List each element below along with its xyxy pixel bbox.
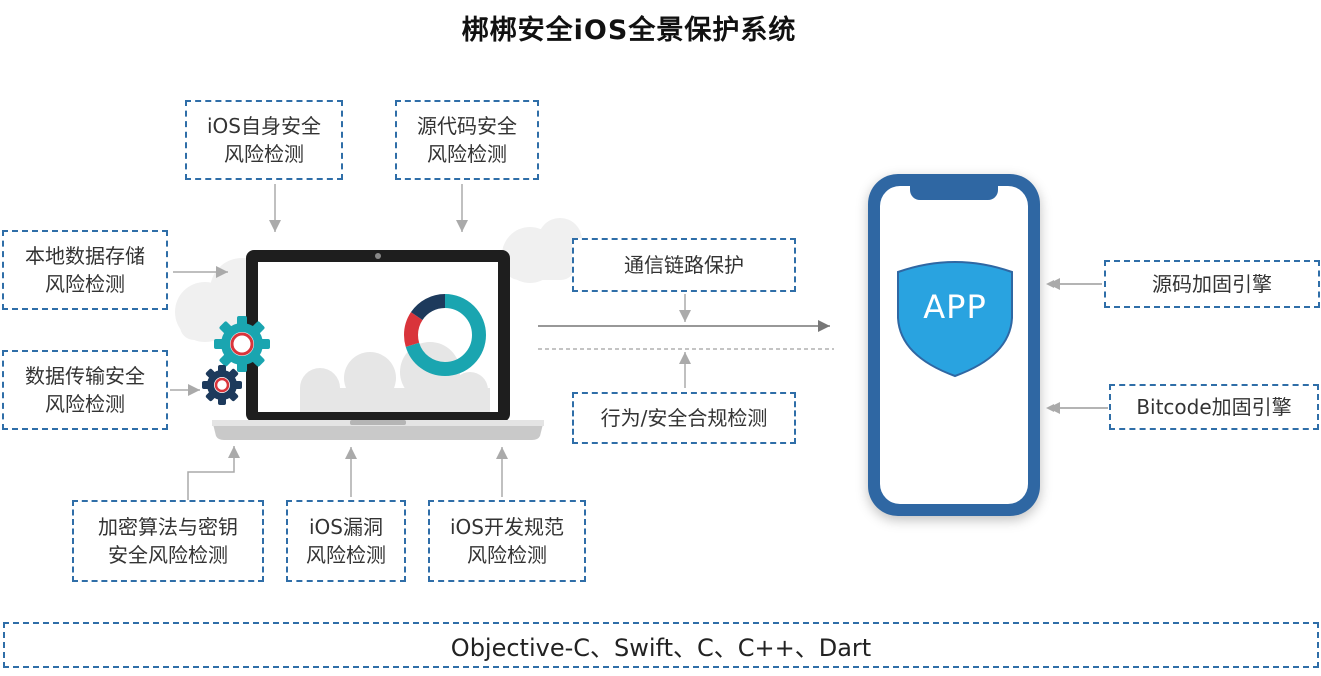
box-source-hardening: 源码加固引擎 <box>1104 260 1320 308</box>
box-behavior-compliance: 行为/安全合规检测 <box>572 392 796 444</box>
box-line: 源代码安全 <box>417 114 517 138</box>
box-line: 风险检测 <box>45 272 125 296</box>
box-line: 源码加固引擎 <box>1152 272 1272 296</box>
languages-bar: Objective-C、Swift、C、C++、Dart <box>3 622 1319 668</box>
box-line: 风险检测 <box>467 543 547 567</box>
box-line: 本地数据存储 <box>25 244 145 268</box>
app-label: APP <box>923 288 987 326</box>
box-line: 安全风险检测 <box>108 543 228 567</box>
box-data-transfer-risk: 数据传输安全 风险检测 <box>2 350 168 430</box>
box-ios-dev-risk: iOS开发规范 风险检测 <box>428 500 586 582</box>
box-source-code-risk: 源代码安全 风险检测 <box>395 100 539 180</box>
box-line: 数据传输安全 <box>25 364 145 388</box>
box-ios-vuln-risk: iOS漏洞 风险检测 <box>286 500 406 582</box>
donut-chart-icon <box>404 294 486 376</box>
box-line: 风险检测 <box>45 392 125 416</box>
box-line: 通信链路保护 <box>624 253 744 277</box>
gear-icon <box>202 316 270 405</box>
box-bitcode-hardening: Bitcode加固引擎 <box>1109 384 1319 430</box>
phone-notch <box>910 186 998 200</box>
connector-arrows <box>170 184 1108 500</box>
box-comm-protection: 通信链路保护 <box>572 238 796 292</box>
box-line: 风险检测 <box>224 142 304 166</box>
box-line: iOS自身安全 <box>207 114 321 138</box>
shield-icon <box>897 261 1013 378</box>
box-ios-self-risk: iOS自身安全 风险检测 <box>185 100 343 180</box>
box-line: iOS漏洞 <box>309 515 383 539</box>
box-crypto-risk: 加密算法与密钥 安全风险检测 <box>72 500 264 582</box>
box-line: 风险检测 <box>306 543 386 567</box>
box-line: 加密算法与密钥 <box>98 515 238 539</box>
diagram-title: 梆梆安全iOS全景保护系统 <box>461 15 797 46</box>
box-line: 行为/安全合规检测 <box>600 406 768 430</box>
box-line: Bitcode加固引擎 <box>1136 395 1292 419</box>
box-line: iOS开发规范 <box>450 515 564 539</box>
box-line: 风险检测 <box>427 142 507 166</box>
box-local-storage-risk: 本地数据存储 风险检测 <box>2 230 168 310</box>
laptop-icon <box>212 250 544 440</box>
